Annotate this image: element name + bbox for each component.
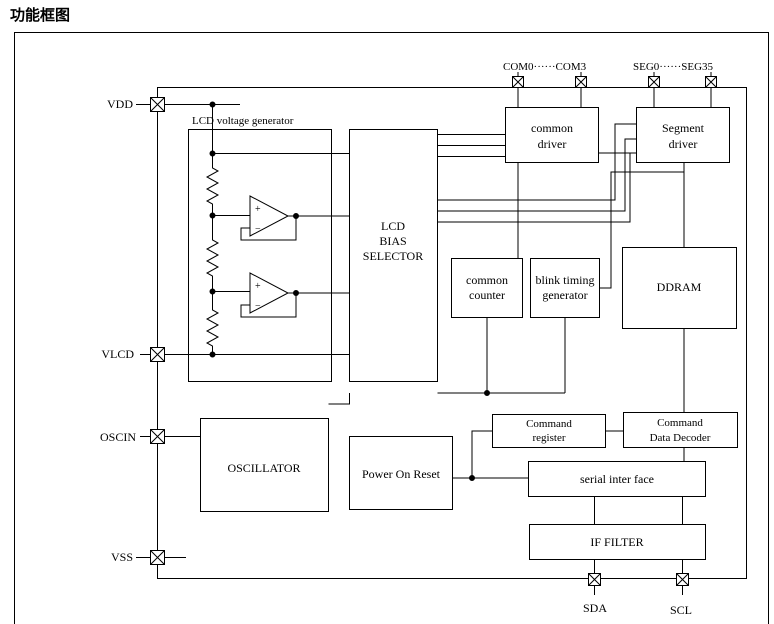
common-counter-label-1: common [466, 273, 508, 287]
segment-driver-label-1: Segment [662, 121, 705, 135]
common-driver-label-2: driver [538, 137, 567, 151]
pin-scl-label: SCL [670, 603, 692, 617]
common-driver-label-1: common [531, 121, 573, 135]
pin-vlcd [140, 347, 350, 362]
pin-seg-label: SEG0······SEG35 [633, 61, 714, 73]
lcd-voltage-generator-box [188, 129, 332, 382]
opamp-1-plus: + [255, 204, 261, 215]
pin-com-label: COM0······COM3 [503, 61, 587, 73]
pin-scl [676, 559, 689, 595]
pin-seg35 [705, 72, 717, 108]
common-driver-box [505, 107, 599, 163]
pin-seg0 [648, 72, 660, 108]
opamp-2-minus: − [255, 301, 261, 312]
command-register-label-2: register [533, 432, 566, 444]
opamp-1-junction [293, 213, 299, 219]
resistor-ladder [205, 104, 220, 355]
bias-to-drivers-wires [437, 123, 637, 223]
serial-interface-box [528, 461, 706, 497]
control-wires [328, 162, 685, 525]
opamp-2-junction [293, 290, 299, 296]
command-decoder-label-1: Command [657, 417, 703, 429]
serial-interface-label: serial inter face [580, 472, 654, 486]
lcd-bias-label-1: LCD [381, 219, 405, 233]
opamp-1 [212, 195, 350, 241]
lcd-bias-label-3: SELECTOR [363, 249, 423, 263]
ddram-box [622, 247, 737, 329]
if-filter-label: IF FILTER [590, 535, 643, 549]
ddram-label: DDRAM [657, 280, 702, 294]
opamp-1-minus: − [255, 224, 261, 235]
pin-sda-label: SDA [583, 601, 607, 615]
pin-oscin-label: OSCIN [100, 430, 136, 444]
pin-com3 [575, 72, 587, 108]
junction-vlcd [209, 351, 216, 358]
oscillator-label: OSCILLATOR [227, 461, 300, 475]
blink-label-2: generator [542, 288, 587, 302]
command-decoder-label-2: Data Decoder [650, 432, 711, 444]
power-on-reset-box [349, 436, 453, 510]
pin-sda [588, 559, 601, 595]
junction-reset [469, 475, 475, 481]
command-decoder-box [623, 412, 738, 448]
segment-driver-label-2: driver [669, 137, 698, 151]
common-counter-label-2: counter [469, 288, 505, 302]
lcd-voltage-generator-label: LCD voltage generator [192, 115, 294, 127]
pin-oscin [140, 429, 201, 444]
opamp-2-plus: + [255, 281, 261, 292]
pin-vss-label: VSS [111, 550, 133, 564]
page-title: 功能框图 [10, 6, 71, 24]
pin-vlcd-label: VLCD [101, 347, 134, 361]
oscillator-box [200, 418, 329, 512]
chip-boundary [157, 87, 747, 579]
pin-vdd-label: VDD [107, 97, 133, 111]
pin-vdd [136, 97, 240, 112]
pin-vss [136, 550, 186, 565]
command-register-label-1: Command [526, 418, 572, 430]
if-filter-box [529, 524, 706, 560]
lcd-bias-label-2: BIAS [379, 234, 406, 248]
lcd-bias-selector-box [349, 129, 438, 382]
junction-vdd [209, 101, 216, 108]
pin-com0 [512, 72, 524, 108]
junction-clock [484, 390, 490, 396]
power-on-reset-label: Power On Reset [362, 467, 441, 481]
opamp-2 [212, 272, 350, 318]
segment-driver-box [636, 107, 730, 163]
blink-label-1: blink timing [535, 273, 594, 287]
diagram-frame [14, 32, 769, 624]
